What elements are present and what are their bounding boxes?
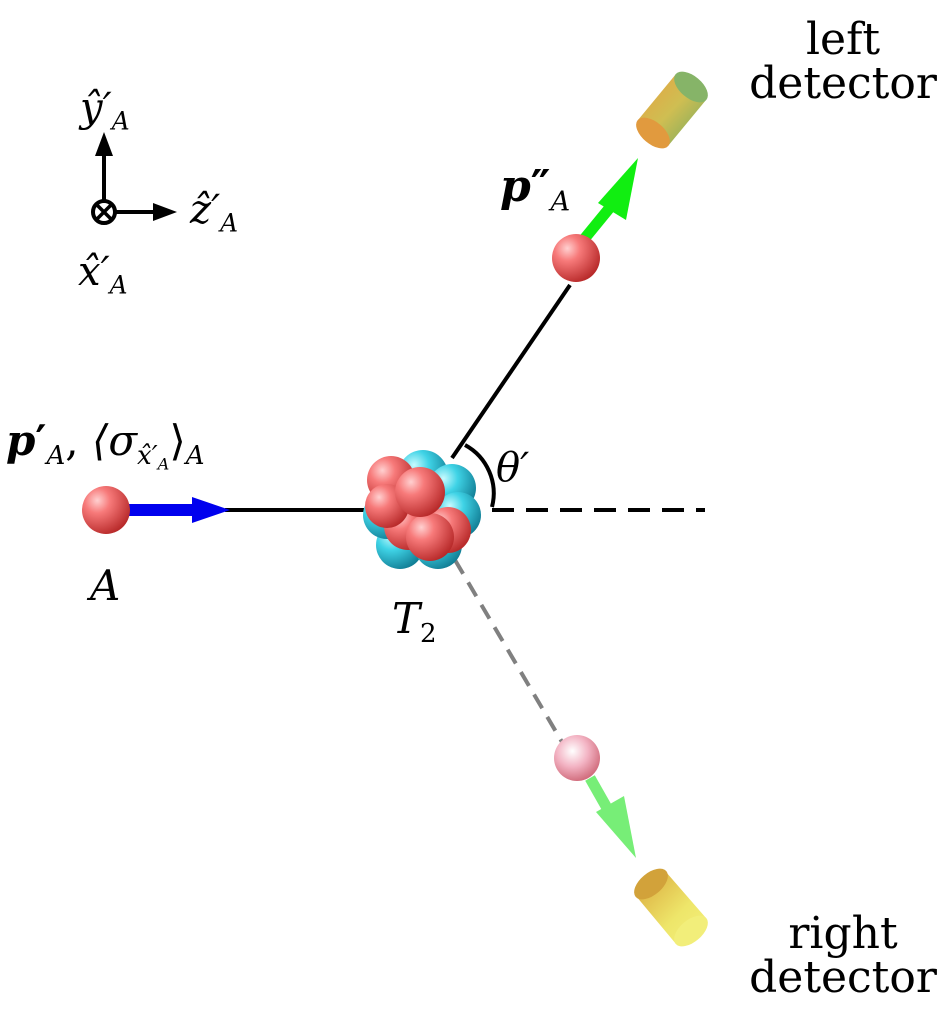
angle-arc	[464, 443, 496, 508]
incoming-momentum-symbol: p	[6, 416, 36, 465]
polarization-close: ⟩	[169, 416, 186, 465]
scattered-momentum-subscript: A	[550, 186, 571, 218]
left-detector-line1: left	[805, 14, 881, 65]
scattered-arrow-head	[598, 158, 638, 220]
y-axis-symbol: ŷ	[80, 85, 103, 131]
target-subscript: 2	[420, 619, 437, 650]
x-axis-prime: ′	[100, 249, 110, 295]
x-axis-symbol: x̂	[78, 249, 101, 295]
scattered-arrow-shaft	[580, 201, 617, 242]
projectile-label: A	[90, 561, 121, 610]
angle-label: θ′	[496, 448, 529, 488]
x-axis-subscript: A	[109, 270, 128, 300]
angle-prime: ′	[520, 445, 530, 491]
polarization-sub-base: x̂	[137, 441, 152, 472]
scattered-trajectory	[450, 283, 572, 460]
z-axis-arrowhead	[153, 203, 177, 221]
scattered-momentum-symbol: p	[500, 161, 531, 212]
incoming-momentum-subscript: A	[46, 441, 66, 472]
scattered-momentum-prime: ″	[530, 161, 551, 212]
right-detector	[634, 868, 708, 947]
target-symbol: T	[392, 594, 421, 643]
polarization-subscript: A	[185, 441, 205, 472]
projectile-particle	[82, 486, 130, 534]
z-axis-subscript: A	[220, 208, 239, 238]
incoming-arrow-head	[192, 497, 230, 523]
left-detector	[636, 71, 708, 149]
recoil-dashed-trajectory	[453, 558, 564, 744]
scattered-particle	[552, 234, 600, 282]
recoil-arrow-head	[596, 796, 636, 858]
left-detector-label: left detector	[748, 18, 938, 106]
polarization-operator-subscript: x̂′A	[137, 441, 170, 474]
recoil-particle	[554, 735, 600, 781]
z-axis-symbol: ẑ	[190, 187, 212, 233]
polarization-sub-sub: A	[157, 454, 170, 474]
angle-symbol: θ	[496, 445, 521, 491]
recoil-arrow-shaft	[585, 775, 612, 811]
scattered-momentum-label: p″A	[500, 165, 570, 216]
y-axis-label: ŷ′A	[80, 88, 130, 134]
right-detector-line1: right	[788, 908, 898, 959]
y-axis-subscript: A	[111, 106, 130, 136]
incoming-comma: ,	[65, 416, 79, 465]
target-nucleus	[363, 450, 481, 569]
z-axis-label: ẑ′A	[190, 190, 238, 236]
y-axis-arrowhead	[95, 132, 113, 156]
z-axis-prime: ′	[211, 187, 221, 233]
polarization-open: ⟨σ	[91, 416, 138, 465]
right-detector-label: right detector	[748, 912, 938, 1000]
x-axis-label: x̂′A	[78, 252, 128, 298]
polarization-sub-prime: ′	[151, 441, 158, 472]
target-label: T2	[392, 598, 437, 650]
right-detector-line2: detector	[749, 952, 937, 1003]
left-detector-line2: detector	[749, 58, 937, 109]
axes-icon	[91, 132, 177, 225]
y-axis-prime: ′	[102, 85, 112, 131]
incoming-label: p′A, ⟨σx̂′A⟩A	[6, 420, 205, 473]
incoming-momentum-prime: ′	[35, 416, 47, 465]
